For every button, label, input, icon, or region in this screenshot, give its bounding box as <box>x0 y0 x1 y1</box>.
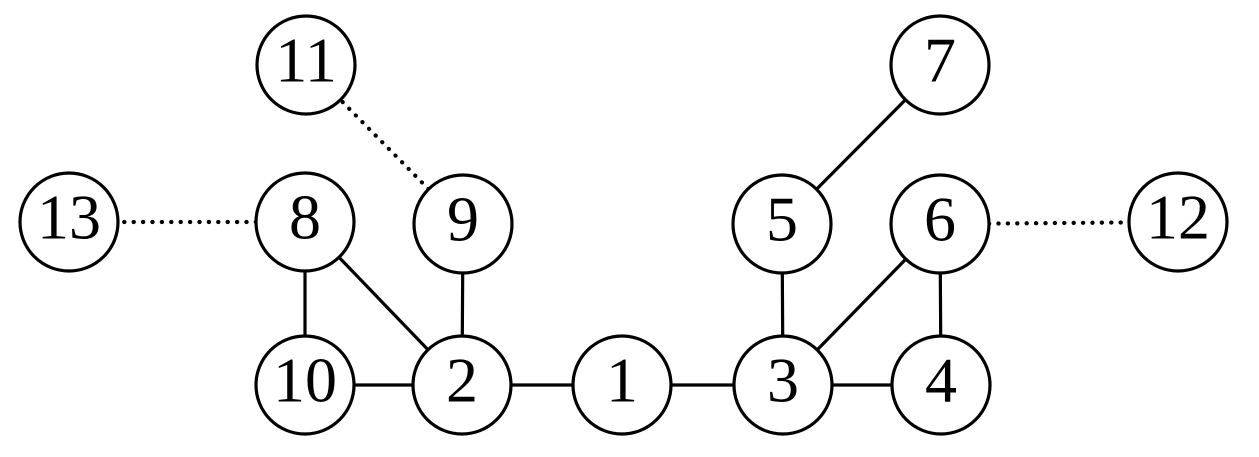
node-circle-1[interactable] <box>571 334 673 436</box>
node-circle-2[interactable] <box>411 334 513 436</box>
edge-3-6 <box>816 257 907 352</box>
node-3[interactable]: 3 <box>732 334 834 436</box>
edge-5-7 <box>815 98 907 191</box>
node-circle-7[interactable] <box>889 14 991 116</box>
node-circle-11[interactable] <box>255 14 357 116</box>
node-circle-10[interactable] <box>254 334 356 436</box>
node-circle-13[interactable] <box>18 171 120 273</box>
node-12[interactable]: 12 <box>1127 171 1229 273</box>
node-7[interactable]: 7 <box>889 14 991 116</box>
node-1[interactable]: 1 <box>571 334 673 436</box>
node-11[interactable]: 11 <box>255 14 357 116</box>
node-circle-3[interactable] <box>732 334 834 436</box>
edge-2-8 <box>337 256 430 351</box>
node-circle-9[interactable] <box>412 173 514 275</box>
node-6[interactable]: 6 <box>889 173 991 275</box>
edges-layer <box>115 97 1132 387</box>
node-8[interactable]: 8 <box>254 171 356 273</box>
node-circle-12[interactable] <box>1127 171 1229 273</box>
edge-9-11 <box>338 97 431 192</box>
node-circle-5[interactable] <box>731 173 833 275</box>
node-circle-6[interactable] <box>889 173 991 275</box>
node-circle-8[interactable] <box>254 171 356 273</box>
node-4[interactable]: 4 <box>890 334 992 436</box>
node-5[interactable]: 5 <box>731 173 833 275</box>
node-9[interactable]: 9 <box>412 173 514 275</box>
node-13[interactable]: 13 <box>18 171 120 273</box>
node-10[interactable]: 10 <box>254 334 356 436</box>
node-2[interactable]: 2 <box>411 334 513 436</box>
edge-6-12 <box>986 220 1132 226</box>
node-circle-4[interactable] <box>890 334 992 436</box>
